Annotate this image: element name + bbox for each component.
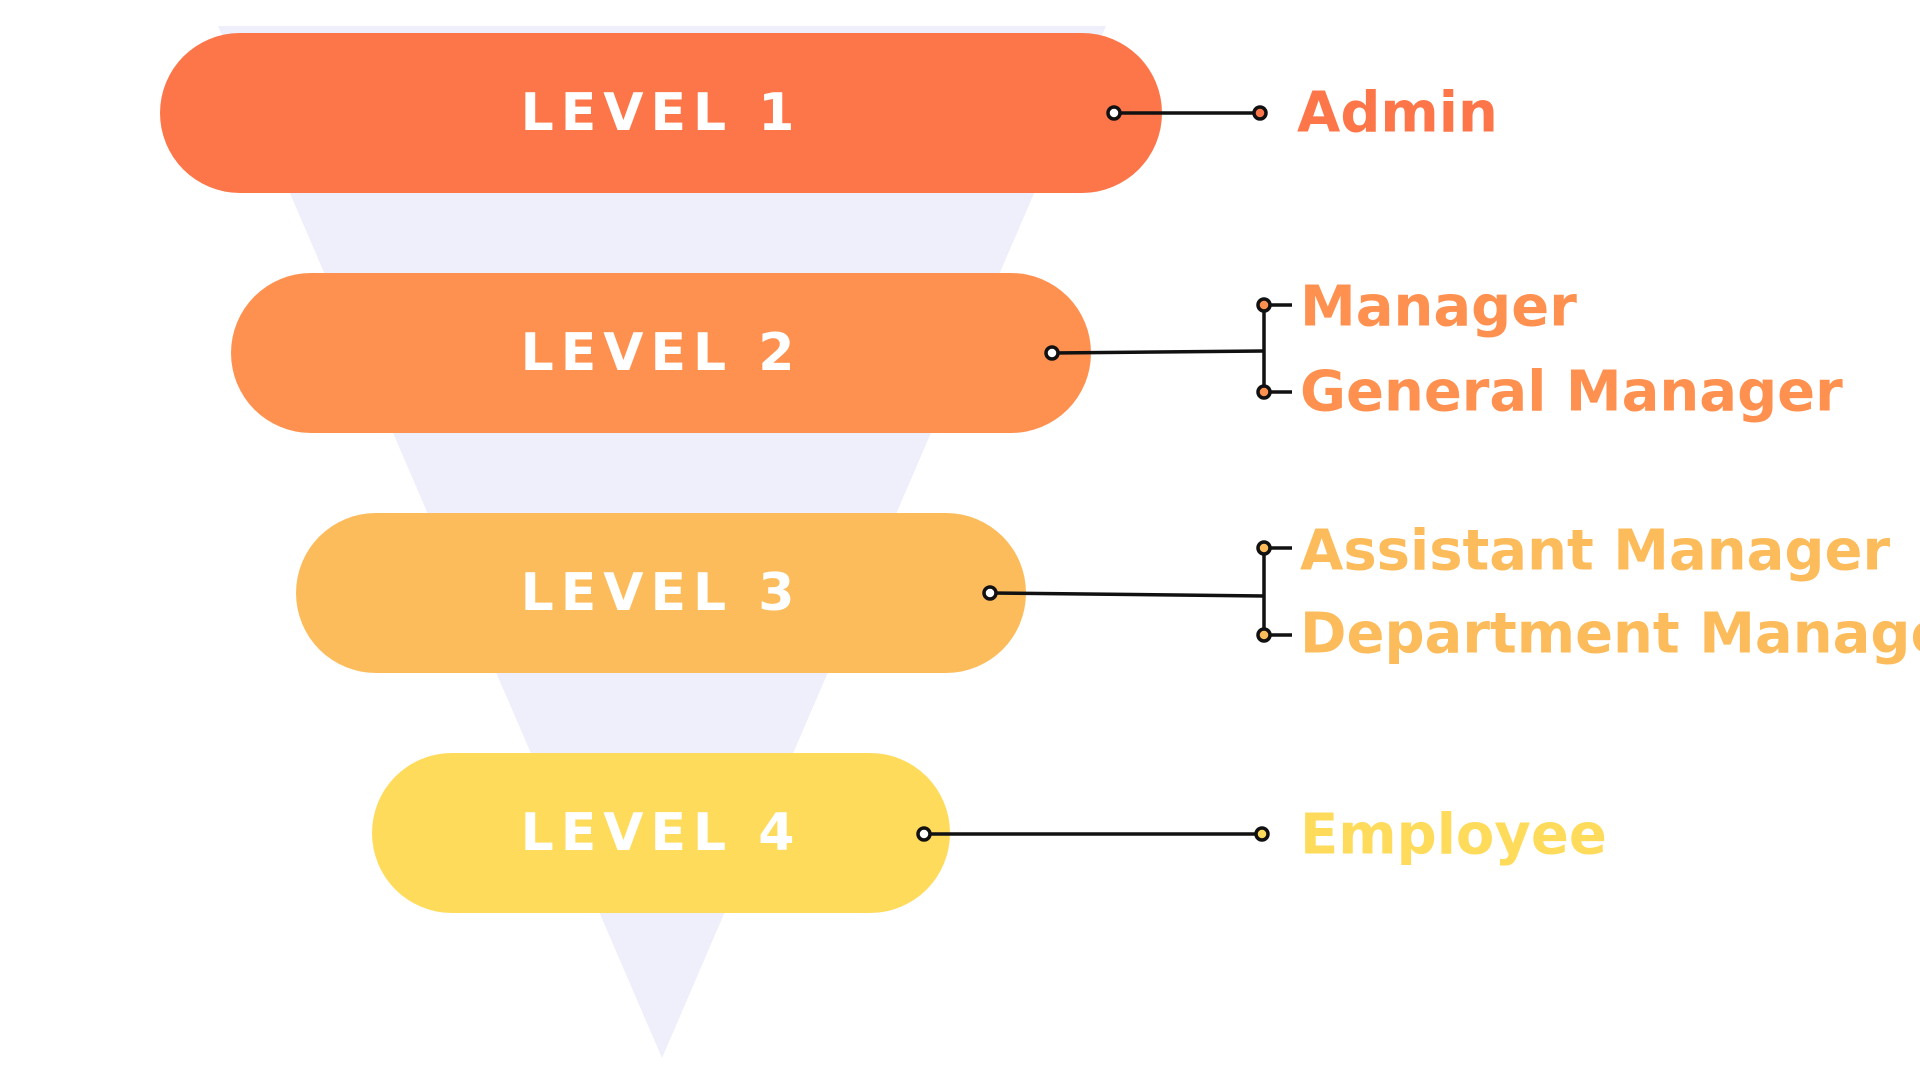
general-manager-connector-dot: [1256, 384, 1272, 400]
admin-connector-dot: [1252, 105, 1268, 121]
level-3-connector-start-dot: [982, 585, 998, 601]
manager-connector-dot: [1256, 297, 1272, 313]
assistant-manager-connector-dot: [1256, 540, 1272, 556]
level-2-connector-start-dot: [1044, 345, 1060, 361]
employee-connector-dot: [1254, 826, 1270, 842]
role-department-manager-label: Department Manager: [1300, 602, 1920, 667]
role-general-manager-label: General Manager: [1300, 360, 1843, 425]
level-3-group: LEVEL 3 Assistant Manager Department Man…: [296, 513, 1920, 673]
level-1-label: LEVEL 1: [521, 83, 802, 143]
role-manager-label: Manager: [1300, 275, 1577, 340]
role-admin-label: Admin: [1297, 81, 1498, 146]
department-manager-connector-dot: [1256, 627, 1272, 643]
level-2-group: LEVEL 2 Manager General Manager: [231, 273, 1843, 433]
level-2-pill: [231, 273, 1091, 433]
level-3-label: LEVEL 3: [521, 563, 802, 623]
level-4-label: LEVEL 4: [521, 803, 802, 863]
level-2-label: LEVEL 2: [521, 323, 802, 383]
level-4-connector-start-dot: [916, 826, 932, 842]
level-3-connector: [989, 591, 1265, 598]
level-4-group: LEVEL 4 Employee: [372, 753, 1607, 913]
role-assistant-manager-label: Assistant Manager: [1300, 519, 1890, 584]
level-1-group: LEVEL 1 Admin: [160, 33, 1498, 193]
level-1-pill: [160, 33, 1162, 193]
level-2-connector: [1051, 349, 1265, 355]
level-4-pill: [372, 753, 950, 913]
level-1-connector-start-dot: [1106, 105, 1122, 121]
level-3-pill: [296, 513, 1026, 673]
role-employee-label: Employee: [1300, 803, 1607, 868]
